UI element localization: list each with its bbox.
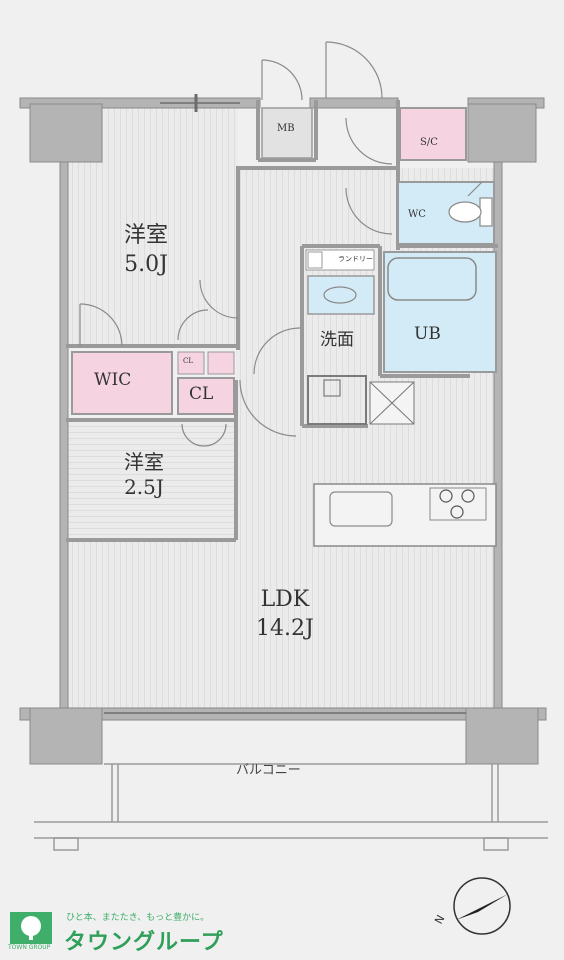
washroom-label: 洗面 bbox=[320, 330, 354, 350]
compass-icon bbox=[453, 877, 511, 935]
brand-tagline: ひと本、またたき、もっと豊かに。 bbox=[66, 913, 210, 923]
mb-label: MB bbox=[277, 123, 295, 134]
laundry-label: ランドリー bbox=[338, 255, 373, 263]
floor-ldk bbox=[66, 540, 496, 718]
western-small-name: 洋室 bbox=[124, 450, 164, 474]
door-swings bbox=[79, 41, 483, 447]
logo-caption: TOWN GROUP bbox=[8, 944, 51, 951]
toilet bbox=[448, 197, 493, 227]
cl-room bbox=[177, 377, 235, 415]
stove bbox=[429, 487, 487, 521]
ldk-label: LDK 14.2J bbox=[256, 588, 314, 640]
outer-walls bbox=[19, 97, 547, 765]
kitchen-counter bbox=[313, 483, 497, 547]
laundry-drain bbox=[323, 379, 341, 397]
wash-counter bbox=[307, 275, 375, 315]
mb-closet bbox=[261, 107, 313, 159]
western-small-size: 2.5J bbox=[124, 475, 164, 499]
ldk-name: LDK bbox=[260, 587, 310, 612]
stc-room bbox=[399, 107, 467, 161]
wash-basin bbox=[323, 286, 357, 304]
ldk-size: 14.2J bbox=[256, 616, 314, 642]
western-large-label: 洋室 5.0J bbox=[124, 224, 168, 276]
laundry-panel-box bbox=[305, 249, 375, 271]
ub-label: UB bbox=[414, 324, 441, 344]
stove-burner-1 bbox=[439, 489, 453, 503]
laundry-panel-small bbox=[307, 251, 323, 269]
western-small-label: 洋室 2.5J bbox=[124, 452, 164, 498]
laundry-space bbox=[307, 375, 367, 425]
footer-brand: ひと本、またたき、もっと豊かに。 タウングループ TOWN GROUP bbox=[8, 910, 238, 955]
wic-label: WIC bbox=[94, 370, 132, 390]
wic-room bbox=[71, 351, 173, 415]
balcony-label: バルコニー bbox=[236, 763, 301, 778]
balcony bbox=[34, 763, 548, 851]
cupboard-x2 bbox=[369, 381, 415, 425]
bathtub bbox=[387, 257, 477, 301]
stove-burner-3 bbox=[450, 505, 464, 519]
cl-small-room bbox=[177, 351, 205, 375]
stove-burner-2 bbox=[461, 489, 475, 503]
floor-western-small bbox=[66, 420, 236, 540]
western-large-name: 洋室 bbox=[124, 223, 169, 248]
wc-label: WC bbox=[408, 209, 426, 220]
western-large-size: 5.0J bbox=[124, 252, 168, 278]
windows bbox=[104, 94, 466, 714]
cl-label: CL bbox=[189, 384, 214, 404]
cl-small-label: CL bbox=[183, 357, 194, 365]
brand-name: タウングループ bbox=[64, 930, 224, 955]
stc-label: S/C bbox=[420, 137, 438, 148]
kitchen-sink bbox=[329, 491, 393, 527]
town-group-logo-icon bbox=[10, 912, 52, 944]
cl-small-room-2 bbox=[207, 351, 235, 375]
